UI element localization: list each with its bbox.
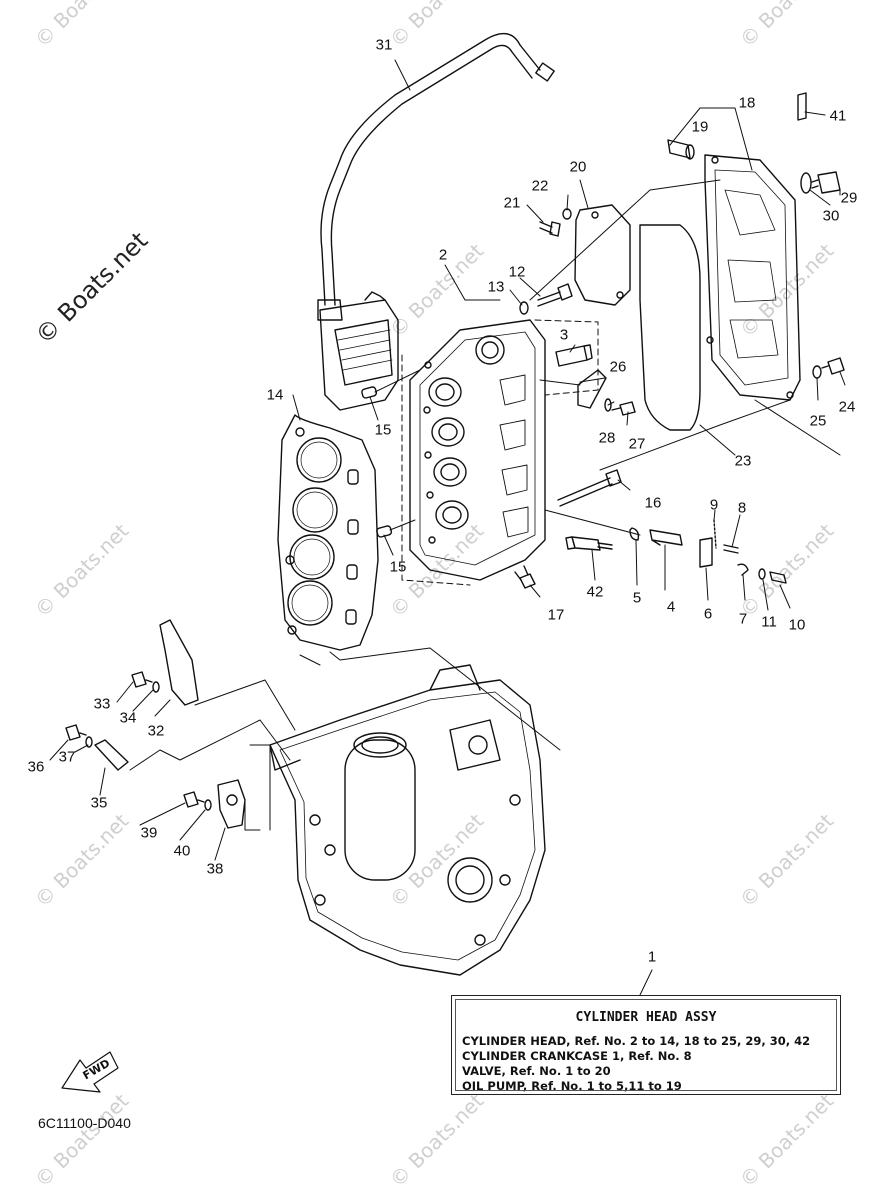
callout-17: 17 xyxy=(547,606,565,624)
callout-33: 33 xyxy=(93,695,111,713)
grommet-19-part xyxy=(667,139,695,160)
washer-28-part xyxy=(604,398,612,412)
callout-36: 36 xyxy=(27,758,45,776)
plug-29-part xyxy=(811,171,841,194)
callout-30: 30 xyxy=(822,207,840,225)
callout-19: 19 xyxy=(691,118,709,136)
cover-plate-part xyxy=(574,204,631,306)
gasket-26-part xyxy=(577,369,607,409)
bolt-16-part xyxy=(557,469,622,507)
washer-11-part xyxy=(758,568,766,580)
spring-9-part xyxy=(713,519,717,549)
legend-title: CYLINDER HEAD ASSY xyxy=(575,1010,717,1025)
screw-8-part xyxy=(723,544,739,554)
callout-15b: 15 xyxy=(389,558,407,576)
callout-40: 40 xyxy=(173,842,191,860)
washer-34-part xyxy=(152,681,160,693)
label-41-part xyxy=(797,92,807,121)
assembly-legend-box: CYLINDER HEAD ASSY CYLINDER HEAD, Ref. N… xyxy=(451,995,841,1095)
breather-box-part xyxy=(319,291,399,411)
leader-lines xyxy=(49,59,846,996)
callout-27: 27 xyxy=(628,435,646,453)
callout-6: 6 xyxy=(703,605,713,623)
head-dashed-outline xyxy=(401,319,599,586)
callout-32: 32 xyxy=(147,722,165,740)
callout-14: 14 xyxy=(266,386,284,404)
callout-21: 21 xyxy=(503,194,521,212)
callout-7: 7 xyxy=(738,610,748,628)
bracket-35-part xyxy=(94,739,129,771)
callout-42: 42 xyxy=(586,583,604,601)
callout-5: 5 xyxy=(632,589,642,607)
sensor-plug-part xyxy=(555,344,593,367)
clip-7-part xyxy=(737,563,749,576)
callout-3: 3 xyxy=(559,326,569,344)
callout-9: 9 xyxy=(709,496,719,514)
bolt-33-part xyxy=(131,671,153,688)
callout-37: 37 xyxy=(58,748,76,766)
dowel-15-part xyxy=(361,386,378,399)
callout-12: 12 xyxy=(508,263,526,281)
cover-gasket-part xyxy=(639,224,701,431)
callout-2: 2 xyxy=(438,246,448,264)
bolt-12-part xyxy=(537,283,573,307)
bolt-39-part xyxy=(183,791,205,808)
callout-18: 18 xyxy=(738,94,756,112)
callout-11: 11 xyxy=(761,613,777,631)
callout-26: 26 xyxy=(609,358,627,376)
bolt-17-part xyxy=(514,565,536,589)
plate-6-part xyxy=(699,537,713,568)
temp-sensor-part xyxy=(565,536,613,551)
callout-39: 39 xyxy=(140,824,158,842)
callout-24: 24 xyxy=(838,398,856,416)
shaft-4-part xyxy=(649,529,683,546)
catalog-code: 6C11100-D040 xyxy=(38,1115,131,1131)
washer-22-part xyxy=(562,208,572,220)
callout-28: 28 xyxy=(598,429,616,447)
legend-line: CYLINDER CRANKCASE 1, Ref. No. 8 xyxy=(462,1049,692,1063)
callout-38: 38 xyxy=(206,860,224,878)
callout-35: 35 xyxy=(90,794,108,812)
plate-38-part xyxy=(217,779,246,829)
legend-lines: CYLINDER HEAD, Ref. No. 2 to 14, 18 to 2… xyxy=(462,1034,810,1094)
exhaust-cover-part xyxy=(704,154,801,401)
head-gasket-part xyxy=(277,414,379,651)
callout-8: 8 xyxy=(737,499,747,517)
legend-line: VALVE, Ref. No. 1 to 20 xyxy=(462,1064,611,1078)
callout-10: 10 xyxy=(788,616,806,634)
bracket-32-part xyxy=(159,619,199,706)
callout-31: 31 xyxy=(375,36,393,54)
screw-10-part xyxy=(769,571,787,584)
washer-13-part xyxy=(519,301,529,315)
washer-37-part xyxy=(85,736,93,748)
washer-5-part xyxy=(629,527,640,541)
bolt-36-part xyxy=(65,724,87,741)
callout-4: 4 xyxy=(666,598,676,616)
o-ring-30-part xyxy=(800,172,812,194)
bolt-24-part xyxy=(821,357,845,375)
legend-line: OIL PUMP, Ref. No. 1 to 5,11 to 19 xyxy=(462,1079,682,1093)
callout-22: 22 xyxy=(531,177,549,195)
washer-25-part xyxy=(812,365,822,379)
callout-29: 29 xyxy=(840,189,858,207)
fwd-arrow-icon xyxy=(61,1051,119,1093)
washer-40-part xyxy=(204,799,212,811)
cylinder-head-part xyxy=(409,319,546,581)
callout-34: 34 xyxy=(119,709,137,727)
callout-1: 1 xyxy=(647,948,657,966)
callout-41: 41 xyxy=(829,107,847,125)
bolt-21-part xyxy=(539,221,561,237)
legend-line: CYLINDER HEAD, Ref. No. 2 to 14, 18 to 2… xyxy=(462,1034,811,1048)
callout-15a: 15 xyxy=(374,421,392,439)
breather-hose-part xyxy=(317,32,555,321)
bolt-27-part xyxy=(611,401,636,416)
callout-20: 20 xyxy=(569,158,587,176)
callout-16: 16 xyxy=(644,494,662,512)
callout-23: 23 xyxy=(734,452,752,470)
callout-25: 25 xyxy=(809,412,827,430)
callout-13: 13 xyxy=(487,278,505,296)
crankcase-block xyxy=(269,664,546,976)
